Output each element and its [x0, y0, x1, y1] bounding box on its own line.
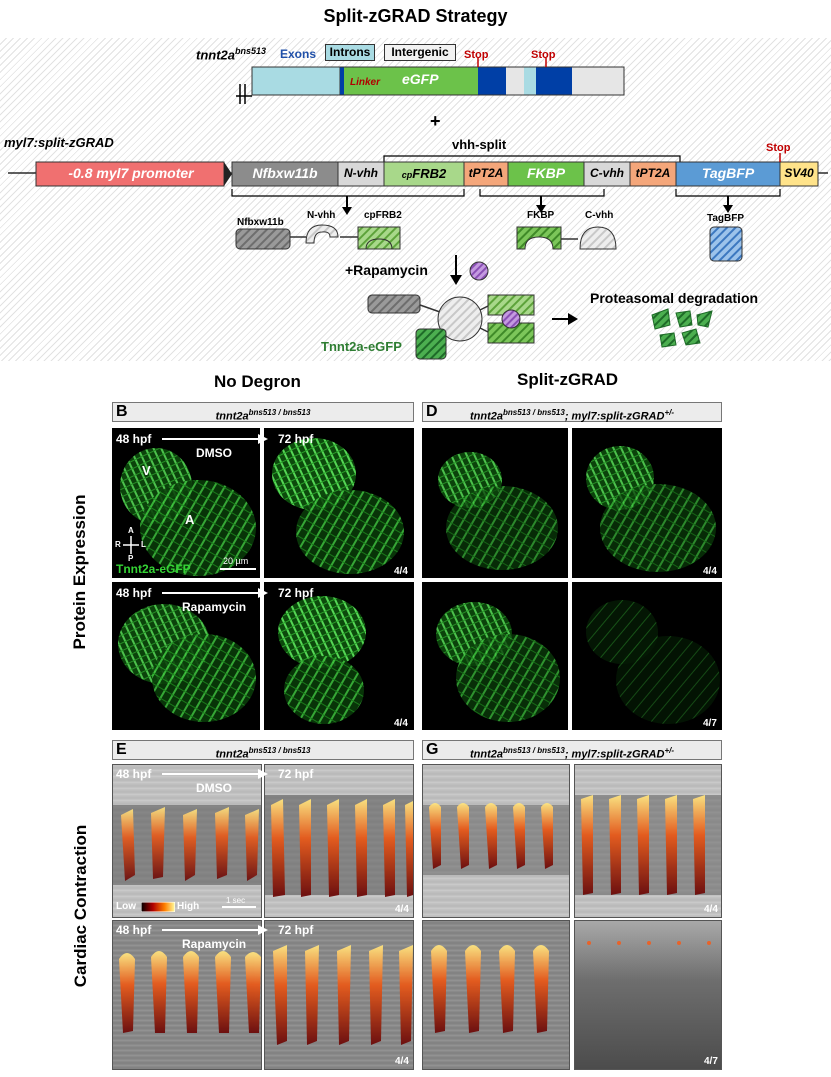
construct1-diagram	[236, 58, 625, 104]
row-label-protein: Protein Expression	[70, 494, 89, 650]
legend-intergenic: Intergenic	[384, 44, 456, 61]
micro-D-dmso-48hpf	[422, 428, 568, 578]
scale-bar-label: 20 µm	[223, 556, 249, 566]
B-dmso-label: DMSO	[196, 446, 232, 460]
count-G-dmso: 4/4	[704, 904, 718, 915]
E2-48hpf-label: 48 hpf	[116, 923, 152, 937]
micro-D-rapa-72hpf	[572, 582, 722, 730]
products-diagram	[235, 224, 743, 360]
count-B-rapa: 4/4	[394, 718, 408, 729]
stop-label-1: Stop	[464, 49, 489, 61]
stop-label-3: Stop	[766, 142, 791, 154]
degradation-label: Proteasomal degradation	[590, 290, 759, 306]
B-72hpf-label: 72 hpf	[278, 432, 314, 446]
vhh-split-label: vhh-split	[452, 137, 507, 152]
product-tagbfp-label: TagBFP	[707, 213, 745, 224]
nvhh-label: N-vhh	[344, 166, 378, 180]
construct2-diagram	[8, 153, 828, 215]
construct2-name: myl7:split-zGRAD	[4, 135, 114, 150]
kymo-E-dmso-72hpf	[264, 764, 414, 918]
nfbxw11b-label: Nfbxw11b	[252, 165, 318, 181]
count-E-dmso: 4/4	[395, 904, 409, 915]
fkbp-label: FKBP	[526, 165, 566, 181]
atrium-label: A	[185, 512, 195, 527]
product-fkbp-label: FKBP	[527, 210, 555, 221]
rapamycin-label: +Rapamycin	[345, 262, 428, 278]
cpfrb2-label: cpFRB2	[401, 166, 447, 181]
column-header-left: No Degron	[214, 372, 301, 391]
heat-high-label: High	[177, 901, 200, 912]
B2-rapamycin-label: Rapamycin	[182, 600, 247, 614]
construct1-gene-label: tnnt2abns513	[196, 46, 267, 63]
kymo-E-rapa-48hpf	[112, 920, 262, 1070]
count-G-rapa: 4/7	[704, 1056, 718, 1067]
E2-time-arrow	[162, 925, 268, 935]
tpt2a-label-2: tPT2A	[635, 166, 671, 180]
kymo-G-dmso-72hpf	[574, 764, 722, 918]
E-dmso-label: DMSO	[196, 781, 232, 795]
tpt2a-label-1: tPT2A	[468, 166, 504, 180]
B2-time-arrow	[162, 588, 268, 598]
E2-72hpf-label: 72 hpf	[278, 923, 314, 937]
kymo-E-rapa-72hpf	[264, 920, 414, 1070]
cvhh-label: C-vhh	[590, 166, 624, 180]
B-48hpf-label: 48 hpf	[116, 432, 152, 446]
count-D-rapa: 4/7	[703, 718, 717, 729]
product-nfbxw11b-label: Nfbxw11b	[237, 217, 284, 228]
legend-exons: Exons	[280, 47, 317, 61]
heat-low-label: Low	[116, 901, 136, 912]
stop-label-2: Stop	[531, 49, 556, 61]
count-E-rapa: 4/4	[395, 1056, 409, 1067]
row-label-contraction: Cardiac Contraction	[71, 824, 90, 988]
axis-compass: A P R L	[115, 526, 146, 563]
B2-72hpf-label: 72 hpf	[278, 586, 314, 600]
micro-D-rapa-48hpf	[422, 582, 568, 730]
column-header-right: Split-zGRAD	[517, 370, 619, 389]
promoter-label: -0.8 myl7 promoter	[68, 165, 194, 181]
E-72hpf-label: 72 hpf	[278, 767, 314, 781]
micro-D-dmso-72hpf	[572, 428, 722, 578]
micro-B-dmso-48hpf	[112, 428, 260, 578]
legend-introns: Introns	[325, 44, 375, 61]
time-scale-bar	[222, 906, 256, 908]
count-D-dmso: 4/4	[703, 566, 717, 577]
tnnt2a-egfp-marker-label: Tnnt2a-eGFP	[116, 562, 191, 576]
B-time-arrow	[162, 434, 268, 444]
product-cvhh-label: C-vhh	[585, 210, 614, 221]
product-nvhh-label: N-vhh	[307, 210, 336, 221]
count-B-dmso: 4/4	[394, 566, 408, 577]
scale-bar	[220, 568, 256, 570]
ventricle-label: V	[142, 463, 151, 478]
E2-rapamycin-label: Rapamycin	[182, 937, 247, 951]
tnnt2a-egfp-label: Tnnt2a-eGFP	[321, 339, 402, 354]
sv40-label: SV40	[784, 166, 814, 180]
time-scale-label: 1 sec	[226, 896, 246, 905]
kymo-G-rapa-72hpf	[574, 920, 722, 1070]
micro-B-dmso-72hpf	[264, 428, 414, 578]
kymo-G-rapa-48hpf	[422, 920, 570, 1070]
kymo-G-dmso-48hpf	[422, 764, 570, 918]
E-time-arrow	[162, 769, 268, 779]
egfp-label: eGFP	[402, 71, 439, 87]
micro-B-rapa-48hpf	[112, 582, 260, 730]
E-48hpf-label: 48 hpf	[116, 767, 152, 781]
plus-sign: +	[430, 111, 441, 131]
tagbfp-label: TagBFP	[701, 165, 755, 181]
linker-label: Linker	[350, 77, 381, 88]
product-cpfrb2-label: cpFRB2	[364, 210, 402, 221]
heat-colorbar	[141, 902, 175, 912]
figure-title: Split-zGRAD Strategy	[323, 6, 508, 26]
kymo-E-dmso-48hpf	[112, 764, 262, 918]
micro-B-rapa-72hpf	[264, 582, 414, 730]
B2-48hpf-label: 48 hpf	[116, 586, 152, 600]
